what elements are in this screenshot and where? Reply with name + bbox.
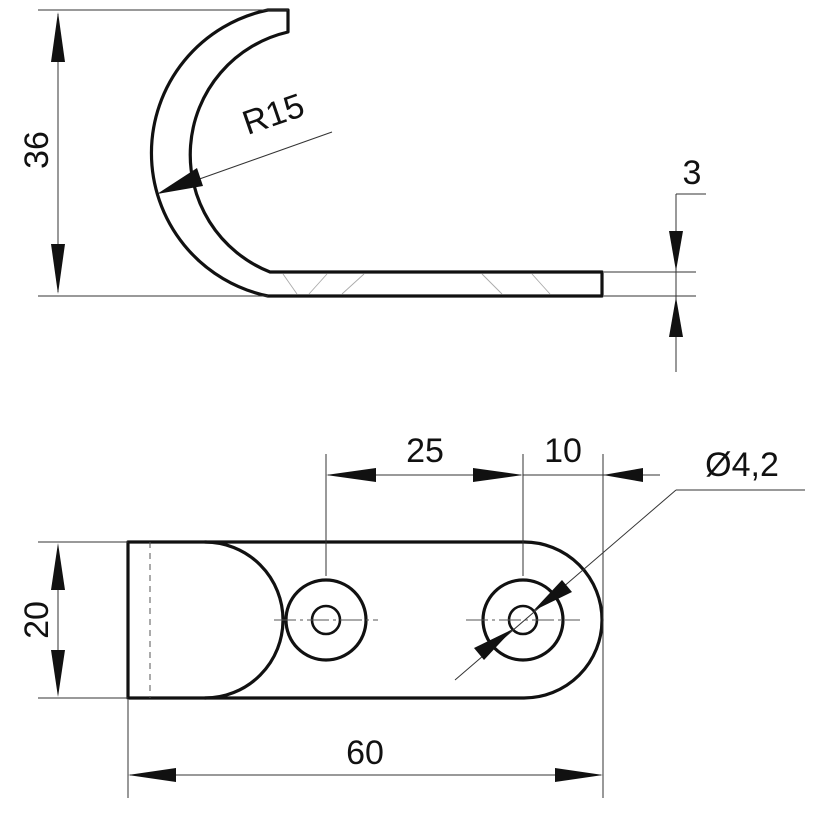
dim-radius-r15: R15 — [157, 86, 333, 194]
dim-hole-spacing-25: 25 — [326, 432, 523, 482]
dim-hole-spacing-label: 25 — [406, 432, 444, 470]
dim-width-label: 20 — [18, 601, 56, 639]
dim-edge-label: 10 — [544, 432, 582, 470]
dim-hole-diameter-label: Ø4,2 — [705, 446, 779, 484]
hole-right — [466, 578, 580, 662]
plate-outline — [126, 540, 604, 700]
dim-width-20: 20 — [18, 541, 128, 699]
hook-profile — [149, 8, 604, 298]
side-view: 36 R15 3 — [18, 8, 706, 372]
dim-edge-10: 10 — [523, 432, 660, 482]
dim-hole-diameter: Ø4,2 — [454, 446, 805, 681]
bend-line-arc — [203, 540, 285, 700]
dim-length-60: 60 — [127, 620, 604, 798]
top-view: 25 10 Ø4,2 20 — [18, 432, 805, 798]
dim-thickness-3: 3 — [604, 154, 706, 372]
dim-height-36: 36 — [18, 9, 288, 297]
bend-hatching — [282, 273, 551, 295]
dim-thickness-label: 3 — [683, 154, 702, 192]
dim-height-label: 36 — [18, 131, 56, 169]
dim-radius-label: R15 — [238, 86, 309, 142]
hole-left — [274, 578, 378, 662]
dim-length-label: 60 — [346, 734, 384, 772]
